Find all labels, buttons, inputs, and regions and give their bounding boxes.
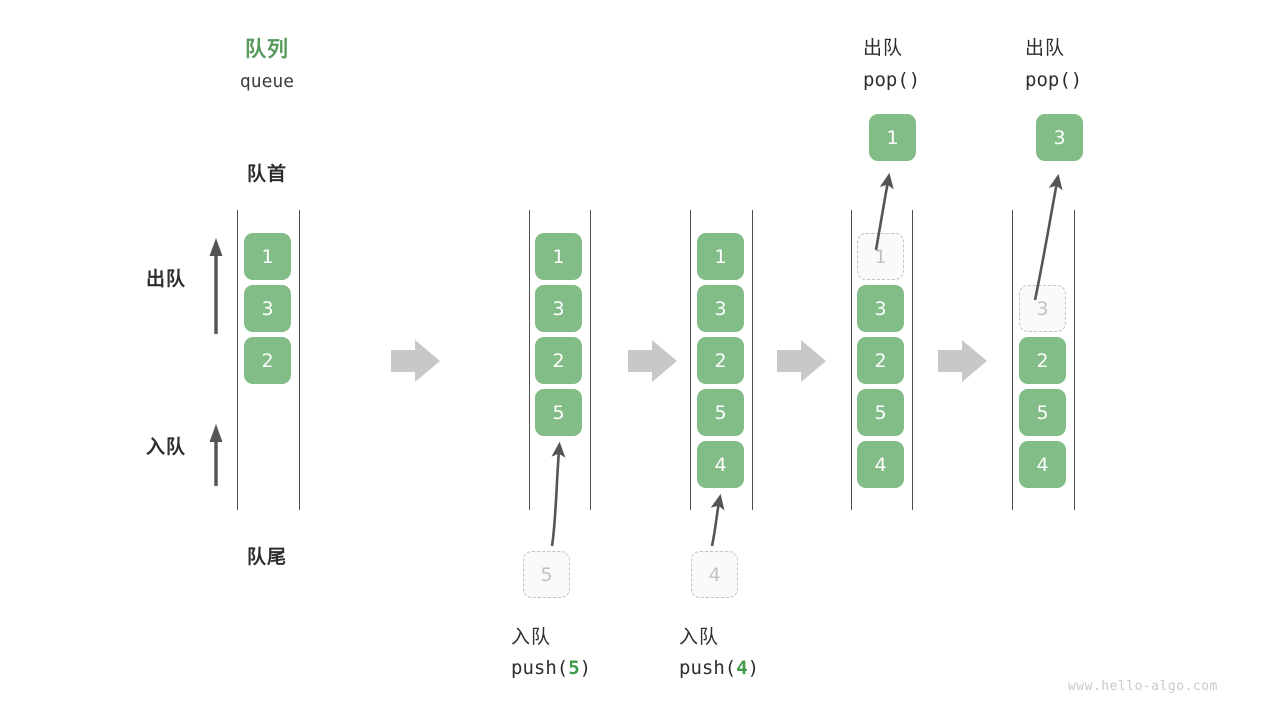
queue-cell: 5 xyxy=(857,389,904,436)
queue-cell: 1 xyxy=(697,233,744,280)
front-label: 队首 xyxy=(246,163,287,185)
code-arg: 4 xyxy=(736,657,748,679)
pop-3-arrow xyxy=(1033,173,1063,301)
popped-value-cell: 3 xyxy=(1036,114,1083,161)
queue-rail-left-5 xyxy=(1012,210,1013,510)
step-flow-arrow xyxy=(628,340,677,382)
queue-cell: 2 xyxy=(697,337,744,384)
queue-cell: 3 xyxy=(857,285,904,332)
dequeue-direction-arrow xyxy=(209,238,223,334)
queue-rail-right-3 xyxy=(752,210,753,510)
queue-cell: 1 xyxy=(244,233,291,280)
queue-title-cn: 队列 xyxy=(245,37,289,61)
queue-cell: 5 xyxy=(697,389,744,436)
code-suffix: ) xyxy=(747,657,760,679)
queue-rail-right-2 xyxy=(590,210,591,510)
code-prefix: push( xyxy=(679,657,737,679)
queue-rail-left-2 xyxy=(529,210,530,510)
queue-rail-right-1 xyxy=(299,210,300,510)
queue-cell: 2 xyxy=(244,337,291,384)
caption-code-pop-3: pop() xyxy=(1025,69,1083,91)
queue-cell: 2 xyxy=(1019,337,1066,384)
outgoing-ghost-cell: 1 xyxy=(857,233,904,280)
queue-cell: 4 xyxy=(1019,441,1066,488)
queue-cell: 2 xyxy=(857,337,904,384)
queue-rail-right-5 xyxy=(1074,210,1075,510)
step-flow-arrow xyxy=(391,340,440,382)
caption-code-pop-1: pop() xyxy=(863,69,921,91)
push-4-arrow xyxy=(710,493,725,547)
caption-code-push-5: push(5) xyxy=(511,657,591,679)
caption-code-push-4: push(4) xyxy=(679,657,759,679)
push-5-arrow xyxy=(550,441,566,547)
enqueue-direction-arrow xyxy=(209,424,223,486)
code-arg: 5 xyxy=(568,657,580,679)
step-flow-arrow xyxy=(938,340,987,382)
caption-cn-push-4: 入队 xyxy=(679,626,720,648)
enqueue-direction-label: 入队 xyxy=(146,436,187,458)
rear-label: 队尾 xyxy=(246,546,287,568)
watermark: www.hello-algo.com xyxy=(1068,679,1218,694)
queue-cell: 4 xyxy=(857,441,904,488)
incoming-ghost-cell: 5 xyxy=(523,551,570,598)
queue-title-code: queue xyxy=(239,71,295,92)
caption-cn-pop-3: 出队 xyxy=(1025,37,1066,59)
caption-cn-pop-1: 出队 xyxy=(863,37,904,59)
dequeue-direction-label: 出队 xyxy=(146,268,187,290)
queue-cell: 3 xyxy=(697,285,744,332)
code-suffix: ) xyxy=(579,657,592,679)
queue-cell: 5 xyxy=(1019,389,1066,436)
queue-cell-new: 4 xyxy=(697,441,744,488)
queue-rail-left-1 xyxy=(237,210,238,510)
queue-cell: 2 xyxy=(535,337,582,384)
queue-cell-new: 5 xyxy=(535,389,582,436)
queue-cell: 1 xyxy=(535,233,582,280)
queue-cell: 3 xyxy=(244,285,291,332)
queue-rail-left-3 xyxy=(690,210,691,510)
queue-rail-right-4 xyxy=(912,210,913,510)
queue-rail-left-4 xyxy=(851,210,852,510)
outgoing-ghost-cell: 3 xyxy=(1019,285,1066,332)
code-prefix: push( xyxy=(511,657,569,679)
incoming-ghost-cell: 4 xyxy=(691,551,738,598)
step-flow-arrow xyxy=(777,340,826,382)
caption-cn-push-5: 入队 xyxy=(511,626,552,648)
queue-cell: 3 xyxy=(535,285,582,332)
popped-value-cell: 1 xyxy=(869,114,916,161)
